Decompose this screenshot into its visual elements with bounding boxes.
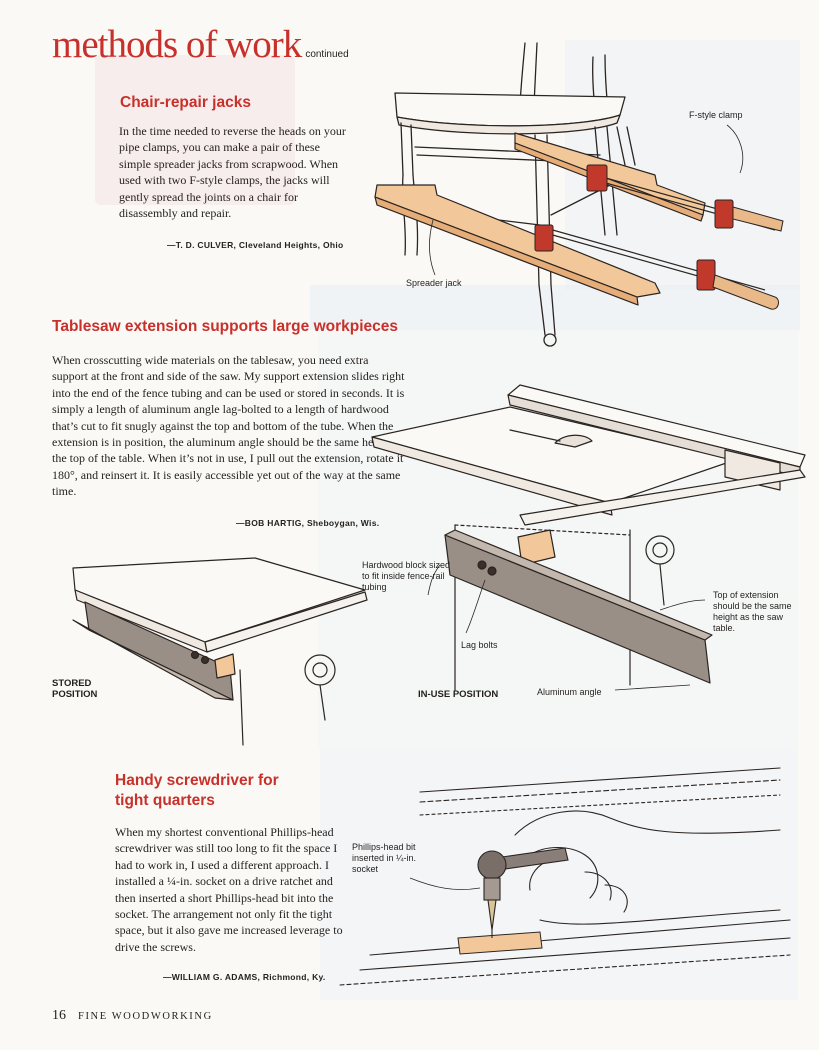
callout-phillips-bit: Phillips-head bit inserted in ¼-in. sock…	[352, 842, 417, 874]
article-body: When crosscutting wide materials on the …	[52, 353, 405, 499]
article-byline: —WILLIAM G. ADAMS, Richmond, Ky.	[163, 972, 326, 982]
callout-hardwood-block: Hardwood block sized to fit inside fence…	[362, 560, 451, 592]
article-body: In the time needed to reverse the heads …	[119, 124, 346, 221]
continued-label: continued	[305, 49, 349, 60]
page-number: 16	[52, 1008, 66, 1023]
tablesaw-stored-illustration	[72, 557, 368, 746]
screwdriver-illustration	[339, 767, 791, 986]
article-heading: Handy screwdriver for tight quarters	[115, 772, 279, 809]
callout-stored-position: STORED POSITION	[52, 678, 98, 700]
article-heading: Chair-repair jacks	[120, 94, 251, 111]
callout-aluminum-angle: Aluminum angle	[537, 687, 602, 697]
section-title: methods of work	[52, 23, 302, 66]
article-heading: Tablesaw extension supports large workpi…	[52, 318, 398, 335]
article-byline: —T. D. CULVER, Cleveland Heights, Ohio	[167, 240, 344, 250]
article-body: When my shortest conventional Phillips-h…	[115, 825, 343, 954]
chair-jack-illustration	[374, 42, 784, 347]
callout-top-of-extension: Top of extension should be the same heig…	[713, 590, 792, 633]
callout-spreader-jack: Spreader jack	[406, 278, 462, 288]
page-footer: 16 FINE WOODWORKING	[52, 1006, 213, 1024]
publication-name: FINE WOODWORKING	[78, 1011, 213, 1022]
article-byline: —BOB HARTIG, Sheboygan, Wis.	[236, 518, 380, 528]
callout-clamp: F-style clamp	[689, 110, 743, 120]
tablesaw-inuse-illustration	[371, 384, 806, 691]
callout-inuse-position: IN-USE POSITION	[418, 689, 499, 700]
callout-lag-bolts: Lag bolts	[461, 640, 498, 650]
